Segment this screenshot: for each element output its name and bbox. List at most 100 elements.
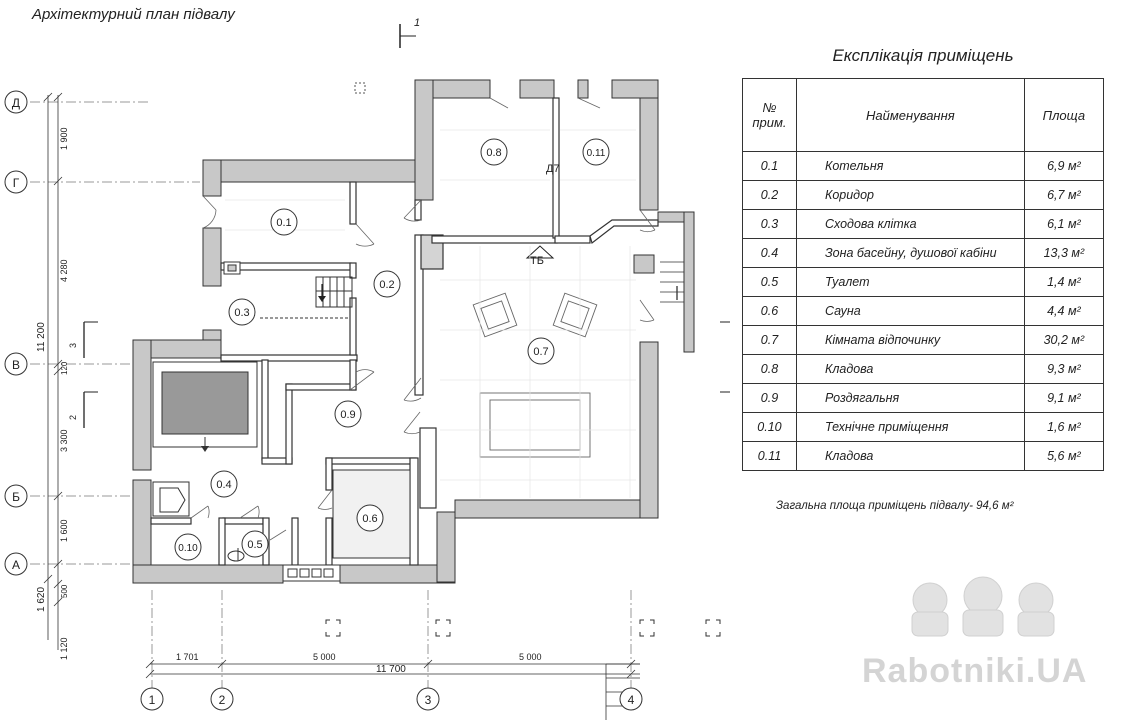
room-label: 0.11 [587, 148, 606, 159]
row-area: 6,7 м² [1023, 180, 1105, 210]
room-marker [582, 138, 610, 166]
row-num: 0.7 [742, 325, 797, 355]
row-name: Кладова [795, 441, 1025, 471]
row-name: Коридор [795, 180, 1025, 210]
svg-text:11 200: 11 200 [36, 322, 47, 352]
stairs-right [660, 261, 684, 303]
toilet [227, 548, 245, 562]
section-mark-label: 1 [414, 17, 420, 29]
tb-marker [525, 245, 555, 259]
row-num: 0.1 [742, 151, 797, 181]
svg-text:11 700: 11 700 [376, 664, 406, 675]
axis-col-1: 1 [149, 693, 156, 707]
row-area: 1,6 м² [1023, 412, 1105, 442]
bottom-dimensions [145, 590, 640, 720]
axis-col-3: 3 [425, 693, 432, 707]
furniture [472, 292, 598, 458]
left-dimensions [30, 92, 200, 650]
row-name: Котельня [795, 151, 1025, 181]
total-area: Загальна площа приміщень підвалу- 94,6 м… [776, 500, 1014, 512]
right-ticks [720, 321, 730, 393]
room-marker [334, 400, 362, 428]
room-marker [527, 337, 555, 365]
pool [152, 361, 258, 452]
header-name: Найменування [795, 78, 1025, 152]
row-name: Туалет [795, 267, 1025, 297]
room-label: 0.2 [379, 279, 394, 291]
axis-row-b: Б [12, 490, 20, 504]
door-swing-icon [190, 97, 656, 541]
header-area: Площа [1023, 78, 1105, 152]
inner-walls [150, 97, 659, 566]
outer-walls [132, 79, 695, 584]
row-num: 0.10 [742, 412, 797, 442]
axis-rows: Д Г В Б А [4, 90, 28, 576]
row-name: Сходова клітка [795, 209, 1025, 239]
svg-text:1 701: 1 701 [176, 652, 199, 662]
svg-text:5 000: 5 000 [313, 652, 336, 662]
row-num: 0.2 [742, 180, 797, 210]
row-area: 9,3 м² [1023, 354, 1105, 384]
room-marker [373, 270, 401, 298]
row-area: 9,1 м² [1023, 383, 1105, 413]
row-num: 0.8 [742, 354, 797, 384]
room-label: 0.6 [362, 513, 377, 525]
row-name: Роздягальня [795, 383, 1025, 413]
row-num: 0.5 [742, 267, 797, 297]
row-num: 0.6 [742, 296, 797, 326]
svg-text:3 300: 3 300 [59, 429, 69, 452]
row-num: 0.3 [742, 209, 797, 239]
row-area: 30,2 м² [1023, 325, 1105, 355]
svg-text:4 280: 4 280 [59, 259, 69, 282]
axis-col-4: 4 [628, 693, 635, 707]
room-marker [356, 504, 384, 532]
column-mark [354, 82, 366, 94]
section-marks-left [83, 321, 98, 428]
axis-cols: 1 2 3 4 [140, 687, 643, 711]
section-mark: 1 [399, 17, 420, 48]
room-label: 0.4 [216, 479, 231, 491]
tb-label: ТБ [530, 255, 544, 267]
axis-row-g: Г [13, 176, 20, 190]
row-name: Кладова [795, 354, 1025, 384]
svg-text:5 000: 5 000 [519, 652, 542, 662]
room-label: 0.8 [486, 147, 501, 159]
row-area: 13,3 м² [1023, 238, 1105, 268]
page-title: Архітектурний план підвалу [32, 6, 235, 23]
svg-text:1 620: 1 620 [36, 587, 47, 612]
row-num: 0.11 [742, 441, 797, 471]
room-labels: 0.10.20.30.40.50.60.70.80.90.100.11 [174, 138, 610, 561]
row-area: 6,9 м² [1023, 151, 1105, 181]
heater [282, 564, 341, 582]
svg-text:1 900: 1 900 [59, 127, 69, 150]
row-area: 1,4 м² [1023, 267, 1105, 297]
svg-text:1 120: 1 120 [59, 637, 69, 660]
room-marker [480, 138, 508, 166]
room-label: 0.5 [247, 539, 262, 551]
axis-row-d: Д [12, 96, 20, 110]
watermark: Rabotniki.UA [862, 652, 1088, 690]
stair-arrow-icon [318, 284, 326, 302]
shower-cabin [152, 481, 190, 517]
row-name: Кімната відпочинку [795, 325, 1025, 355]
builders-watermark-icon [911, 576, 1055, 637]
svg-text:2: 2 [68, 415, 78, 420]
axis-row-v: В [12, 358, 20, 372]
room-label: 0.3 [234, 307, 249, 319]
explication-title: Експлікація приміщень [832, 46, 1014, 65]
svg-text:1 600: 1 600 [59, 519, 69, 542]
row-name: Сауна [795, 296, 1025, 326]
room-label: 0.7 [533, 346, 548, 358]
